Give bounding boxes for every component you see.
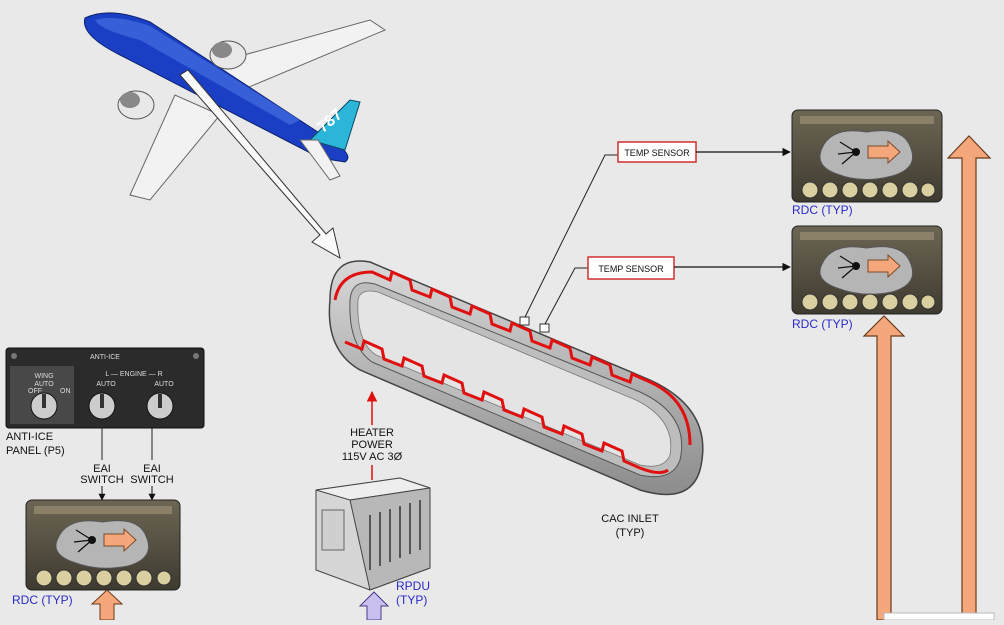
svg-text:L — ENGINE — R: L — ENGINE — R	[105, 371, 162, 378]
eai-switch-left-label-1: EAI	[93, 463, 111, 475]
cac-inlet-label-1: CAC INLET	[601, 513, 659, 525]
svg-text:TEMP SENSOR: TEMP SENSOR	[624, 148, 690, 158]
anti-ice-panel-label-1: ANTI-ICE	[6, 431, 53, 443]
svg-text:OFF: OFF	[28, 388, 42, 395]
signal-arrow-right-short	[862, 315, 906, 621]
svg-text:WING: WING	[34, 373, 53, 380]
rdc-unit-top	[791, 109, 943, 203]
rdc-bottom-label: RDC (TYP)	[12, 593, 73, 607]
rdc-mid-label: RDC (TYP)	[792, 317, 853, 331]
rpdu-unit	[315, 477, 431, 591]
heater-power-label-2: POWER	[351, 439, 393, 451]
cac-inlet-ring	[328, 260, 704, 496]
boeing-787-aircraft-illustration: 787	[83, 12, 387, 260]
svg-text:AUTO: AUTO	[154, 381, 174, 388]
temp-sensor-box-1: TEMP SENSOR	[617, 141, 697, 163]
heater-trace-lower	[344, 338, 669, 475]
rpdu-label-1: RPDU	[396, 579, 430, 593]
svg-text:ON: ON	[60, 388, 71, 395]
panel-title: ANTI-ICE	[90, 354, 120, 361]
temp-sensor-probe-2	[539, 323, 550, 333]
scrollbar-stub[interactable]	[883, 612, 995, 621]
signal-arrow-bottom-left	[90, 589, 124, 621]
rdc-top-label: RDC (TYP)	[792, 203, 853, 217]
rdc-unit-bottom	[25, 499, 181, 591]
eai-switch-right-label-1: EAI	[143, 463, 161, 475]
heater-power-label-1: HEATER	[350, 427, 394, 439]
heater-power-label-3: 115V AC 3Ø	[342, 451, 403, 463]
anti-ice-panel-label-2: PANEL (P5)	[6, 445, 65, 457]
eai-switch-right-label-2: SWITCH	[130, 474, 173, 486]
cac-inlet-label-2: (TYP)	[616, 527, 645, 539]
temp-sensor-probe-1	[519, 316, 530, 326]
rpdu-power-arrow	[358, 591, 390, 621]
svg-text:AUTO: AUTO	[34, 381, 54, 388]
heater-trace-upper	[333, 269, 692, 446]
signal-arrow-right-tall	[946, 135, 992, 621]
rdc-unit-mid	[791, 225, 943, 315]
svg-text:AUTO: AUTO	[96, 381, 116, 388]
eai-switch-left-label-2: SWITCH	[80, 474, 123, 486]
rpdu-label-2: (TYP)	[396, 593, 427, 607]
temp-sensor-box-2: TEMP SENSOR	[587, 256, 675, 280]
anti-ice-panel: ANTI-ICE WING AUTO OFF ON L — ENGINE — R…	[5, 347, 205, 429]
svg-text:TEMP SENSOR: TEMP SENSOR	[598, 264, 664, 274]
